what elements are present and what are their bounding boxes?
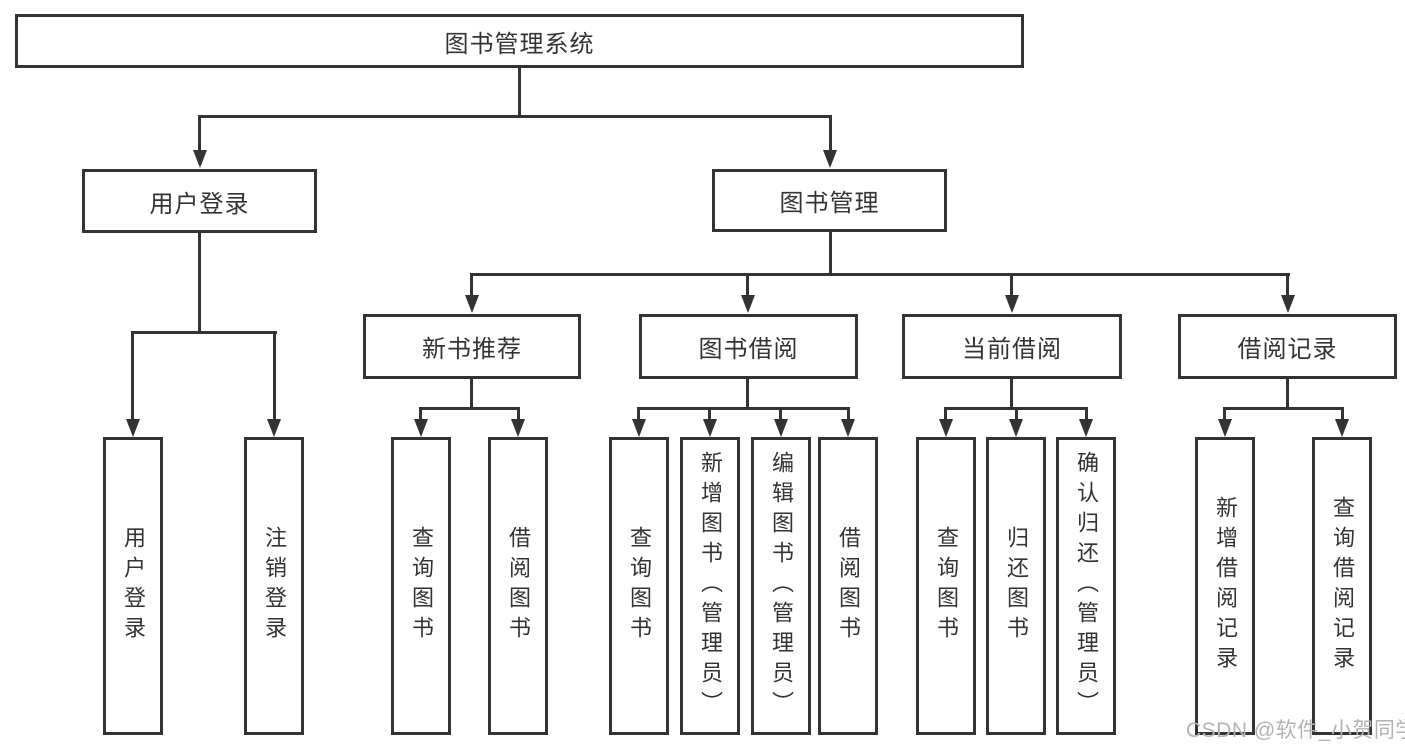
leaf-label: 编辑图书（管理员）: [769, 451, 794, 721]
node-label: 图书管理: [779, 190, 880, 217]
arrowhead-down: [632, 419, 646, 437]
arrowhead-down: [267, 419, 281, 437]
leaf-borrow-books-recommend: 借阅图书: [488, 437, 548, 735]
node-borrow-records: 借阅记录: [1178, 314, 1397, 379]
node-book-borrowing: 图书借阅: [639, 314, 858, 379]
node-root-library-system: 图书管理系统: [15, 14, 1024, 68]
connector-line: [198, 115, 832, 118]
connector-line: [746, 273, 749, 296]
connector-line: [1223, 407, 1344, 410]
connector-line: [1015, 407, 1018, 420]
arrowhead-down: [703, 419, 717, 437]
csdn-watermark: CSDN @软件_小贺同学: [1186, 719, 1405, 742]
leaf-label: 查询图书: [409, 526, 434, 646]
arrowhead-down: [465, 295, 479, 313]
connector-line: [518, 68, 521, 117]
leaf-label: 查询图书: [934, 526, 959, 646]
node-label: 新书推荐: [422, 336, 522, 363]
arrowhead-down: [1079, 419, 1093, 437]
connector-line: [273, 331, 276, 420]
node-label: 用户登录: [149, 190, 250, 218]
arrowhead-down: [1218, 419, 1232, 437]
leaf-add-borrow-record: 新增借阅记录: [1195, 437, 1255, 735]
leaf-label: 借阅图书: [506, 526, 531, 646]
arrowhead-down: [823, 150, 837, 168]
arrowhead-down: [1009, 419, 1023, 437]
connector-line: [1286, 379, 1289, 410]
arrowhead-down: [193, 150, 207, 168]
connector-line: [470, 273, 1290, 276]
connector-line: [847, 407, 850, 420]
connector-line: [470, 379, 473, 410]
connector-line: [1010, 273, 1013, 296]
leaf-logout: 注销登录: [244, 437, 304, 735]
connector-line: [1085, 407, 1088, 420]
arrowhead-down: [511, 419, 525, 437]
connector-line: [419, 407, 422, 420]
leaf-edit-books-admin: 编辑图书（管理员）: [751, 437, 811, 735]
node-book-management: 图书管理: [712, 169, 947, 232]
connector-line: [1341, 407, 1344, 420]
connector-line: [517, 407, 520, 420]
leaf-label: 借阅图书: [836, 526, 861, 646]
connector-line: [419, 407, 520, 410]
connector-line: [198, 233, 201, 334]
node-user-login: 用户登录: [82, 169, 317, 233]
connector-line: [198, 115, 201, 152]
leaf-label: 查询借阅记录: [1330, 496, 1355, 676]
leaf-label: 确认归还（管理员）: [1074, 451, 1099, 721]
connector-line: [708, 407, 711, 420]
node-label: 图书借阅: [698, 336, 799, 363]
connector-line: [944, 407, 947, 420]
leaf-confirm-return-admin: 确认归还（管理员）: [1056, 437, 1116, 735]
leaf-label: 查询图书: [627, 526, 652, 646]
arrowhead-down: [774, 419, 788, 437]
connector-line: [131, 331, 277, 334]
leaf-query-books-borrow: 查询图书: [609, 437, 669, 735]
node-label: 图书管理系统: [444, 30, 595, 58]
leaf-borrow-books: 借阅图书: [818, 437, 878, 735]
connector-line: [1010, 379, 1013, 410]
connector-line: [637, 407, 850, 410]
node-label: 借阅记录: [1237, 336, 1338, 363]
connector-line: [829, 232, 832, 276]
node-new-book-recommendation: 新书推荐: [363, 314, 581, 379]
connector-line: [779, 407, 782, 420]
leaf-query-books-recommend: 查询图书: [391, 437, 451, 735]
arrowhead-down: [741, 295, 755, 313]
leaf-add-books-admin: 新增图书（管理员）: [680, 437, 740, 735]
connector-line: [746, 379, 749, 410]
connector-line: [1286, 273, 1289, 296]
leaf-label: 新增图书（管理员）: [698, 451, 723, 721]
arrowhead-down: [1281, 295, 1295, 313]
leaf-label: 用户登录: [121, 526, 146, 646]
arrowhead-down: [841, 419, 855, 437]
leaf-return-books: 归还图书: [986, 437, 1046, 735]
arrowhead-down: [414, 419, 428, 437]
arrowhead-down: [1335, 419, 1349, 437]
connector-line: [470, 273, 473, 296]
node-current-borrowing: 当前借阅: [902, 314, 1122, 379]
leaf-query-borrow-record: 查询借阅记录: [1312, 437, 1372, 735]
arrowhead-down: [126, 419, 140, 437]
connector-line: [1223, 407, 1226, 420]
leaf-label: 注销登录: [262, 526, 287, 646]
leaf-label: 归还图书: [1004, 526, 1029, 646]
connector-line: [829, 115, 832, 152]
leaf-query-books-current: 查询图书: [916, 437, 976, 735]
leaf-user-login: 用户登录: [103, 437, 163, 735]
node-label: 当前借阅: [962, 336, 1062, 363]
connector-line: [637, 407, 640, 420]
arrowhead-down: [939, 419, 953, 437]
arrowhead-down: [1005, 295, 1019, 313]
leaf-label: 新增借阅记录: [1213, 496, 1238, 676]
connector-line: [131, 331, 134, 420]
